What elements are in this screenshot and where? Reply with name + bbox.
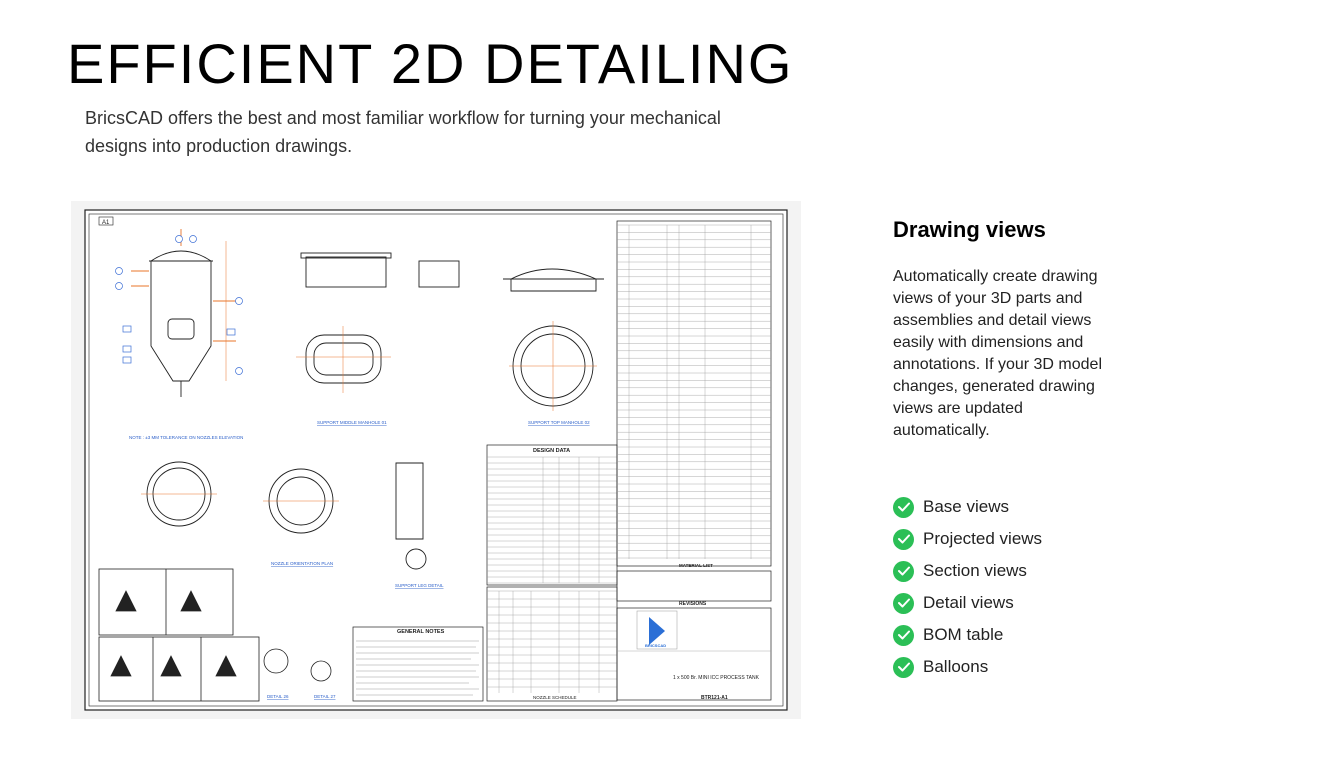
- check-icon: [893, 624, 914, 646]
- view-label-top-manhole: SUPPORT TOP MANHOLE 02: [528, 420, 590, 425]
- material-list-title: MATERIAL LIST: [679, 563, 713, 568]
- feature-label: Base views: [923, 497, 1009, 516]
- tolerance-note: NOTE : ±3 MM TOLERANCE ON NOZZLES ELEVAT…: [129, 435, 243, 440]
- general-notes-lines: [356, 640, 479, 696]
- design-data-rows: [487, 456, 617, 584]
- panel-title: Drawing views: [893, 217, 1046, 242]
- panel-description: Automatically create drawing views of yo…: [893, 268, 1103, 439]
- revisions-title: REVISIONS: [679, 601, 707, 607]
- view-label-nozzle-orientation: NOZZLE ORIENTATION PLAN: [271, 561, 333, 566]
- feature-item: Balloons: [893, 651, 1042, 683]
- check-icon: [893, 496, 914, 518]
- view-label-middle-manhole: SUPPORT MIDDLE MANHOLE 01: [317, 420, 387, 425]
- bricscad-logo-icon: [649, 617, 665, 645]
- title-block: [616, 607, 772, 701]
- feature-item: BOM table: [893, 619, 1042, 651]
- check-icon: [893, 560, 914, 582]
- view-label-support-leg: SUPPORT LEG DETAIL: [395, 583, 444, 588]
- material-list-rows: [617, 224, 771, 559]
- revisions-table: [616, 570, 772, 602]
- bricscad-logo-text: BRICSCAD: [645, 643, 666, 648]
- title-block-scale-title: 1 x 500 Br. MINI ICC PROCESS TANK: [673, 675, 760, 681]
- feature-label: Section views: [923, 561, 1027, 580]
- view-label-detail-26: DETAIL 26: [267, 694, 289, 699]
- drawing-inner-border: [88, 213, 784, 707]
- tank-front-view: [131, 229, 236, 397]
- page-subtitle: BricsCAD offers the best and most famili…: [85, 108, 721, 156]
- feature-label: Detail views: [923, 593, 1014, 612]
- sheet-id-label: A1: [102, 220, 110, 226]
- design-data-title: DESIGN DATA: [533, 448, 570, 454]
- drawing-image: A1 NOTE : ±3 MM TOLERANCE ON NOZZLES ELE…: [71, 201, 801, 719]
- general-notes-box: [352, 626, 484, 702]
- manhole-middle-views: [296, 252, 460, 393]
- manhole-top-views: [503, 268, 604, 411]
- feature-label: BOM table: [923, 625, 1004, 644]
- check-icon: [893, 656, 914, 678]
- technical-drawing: A1 NOTE : ±3 MM TOLERANCE ON NOZZLES ELE…: [84, 209, 788, 711]
- material-list-table: [616, 220, 772, 567]
- nozzle-schedule-rows: [487, 590, 617, 693]
- view-label-detail-27: DETAIL 27: [314, 694, 336, 699]
- title-block-drawing-no: BTR121-A1: [701, 695, 728, 701]
- check-icon: [893, 592, 914, 614]
- feature-item: Projected views: [893, 523, 1042, 555]
- feature-list: Base views Projected views Section views…: [893, 491, 1042, 683]
- feature-label: Balloons: [923, 657, 989, 676]
- weld-detail-views: [98, 568, 332, 702]
- nozzle-schedule-title: NOZZLE SCHEDULE: [533, 695, 577, 700]
- feature-item: Section views: [893, 555, 1042, 587]
- feature-item: Base views: [893, 491, 1042, 523]
- general-notes-title: GENERAL NOTES: [397, 629, 445, 635]
- check-icon: [893, 528, 914, 550]
- feature-label: Projected views: [923, 529, 1043, 548]
- tank-balloons: [115, 235, 243, 375]
- page-title: EFFICIENT 2D DETAILING: [67, 32, 794, 95]
- feature-item: Detail views: [893, 587, 1042, 619]
- nozzle-orientation-views: [141, 461, 427, 570]
- sheet-id-box: [98, 216, 114, 226]
